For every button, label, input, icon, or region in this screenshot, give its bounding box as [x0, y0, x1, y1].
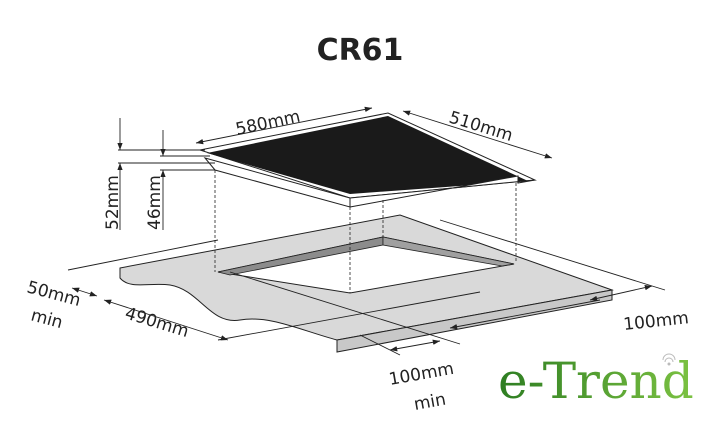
side-clearance-label: 100mm: [622, 308, 689, 335]
brand-logo: e-Trend: [498, 352, 694, 410]
back-clearance-label: 100mm: [387, 359, 455, 390]
depth-label: 510mm: [447, 108, 516, 146]
countertop: [119, 214, 614, 353]
dimension-lines: [67, 106, 666, 356]
height-total-label: 52mm: [103, 175, 123, 230]
projection-lines: [214, 170, 517, 293]
model-title: CR61: [317, 33, 404, 68]
height-body-label: 46mm: [145, 175, 165, 230]
front-clearance-min: min: [29, 306, 65, 334]
back-clearance-min: min: [412, 390, 447, 415]
wifi-icon: [662, 353, 676, 366]
cutout-depth-label: 490mm: [123, 304, 192, 342]
